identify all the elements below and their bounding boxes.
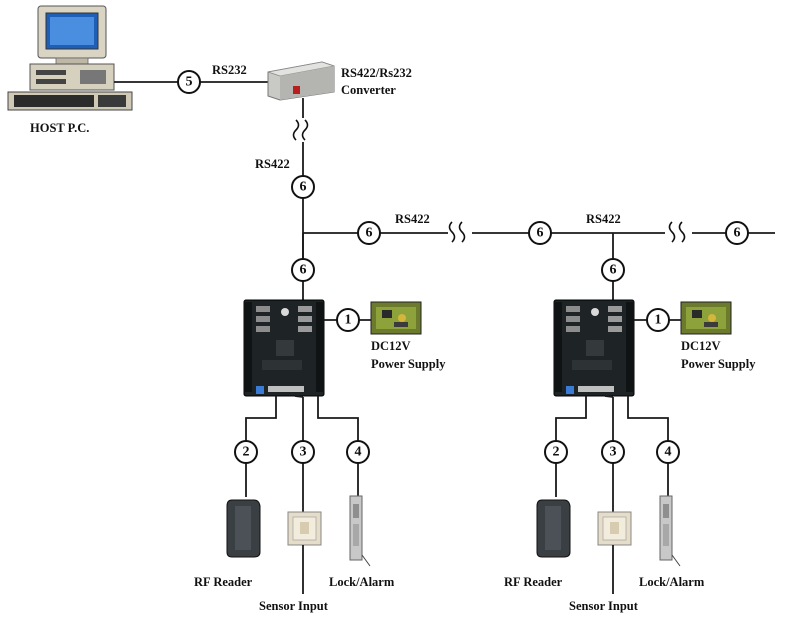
bus-break-icon-2 <box>668 221 686 243</box>
svg-text:1: 1 <box>655 313 662 328</box>
controller1-power-supply-icon <box>370 301 422 335</box>
controller1-lock-alarm-icon <box>349 495 371 567</box>
controller1-psu-label-line2: Power Supply <box>371 357 446 371</box>
host-pc-label: HOST P.C. <box>30 121 89 135</box>
connection-6-vertical-marker: 6 <box>291 175 315 199</box>
controller1-rf-reader-icon <box>226 499 261 558</box>
controller2-rf-reader-icon <box>536 499 571 558</box>
svg-text:6: 6 <box>366 226 373 241</box>
controller2-sensor-cable-top <box>604 395 614 398</box>
controller1-connection-6-marker: 6 <box>291 258 315 282</box>
controller2-connection-3-marker: 3 <box>601 440 625 464</box>
controller2-lock-alarm-label: Lock/Alarm <box>639 575 705 589</box>
connection-5-marker: 5 <box>177 70 201 94</box>
controller1-sensor-input-icon <box>287 511 322 546</box>
controller2-connection-2-marker: 2 <box>544 440 568 464</box>
bus-break-icon-1 <box>448 221 466 243</box>
controller1-board-icon <box>243 299 325 397</box>
connection-6-bus-right-marker: 6 <box>725 221 749 245</box>
rs232-label: RS232 <box>212 63 247 77</box>
converter-label-line2: Converter <box>341 83 396 97</box>
host-pc-icon <box>7 5 133 111</box>
controller2-power-supply-icon <box>680 301 732 335</box>
svg-text:6: 6 <box>300 263 307 278</box>
svg-text:3: 3 <box>300 445 307 460</box>
controller1-connection-4-marker: 4 <box>346 440 370 464</box>
svg-text:6: 6 <box>300 180 307 195</box>
controller2-lock-alarm-icon <box>659 495 681 567</box>
controller2-connection-6-marker: 6 <box>601 258 625 282</box>
svg-text:2: 2 <box>243 445 250 460</box>
svg-text:6: 6 <box>537 226 544 241</box>
cable-break-icon <box>292 119 309 141</box>
connection-6-bus-left-marker: 6 <box>357 221 381 245</box>
svg-text:1: 1 <box>345 313 352 328</box>
svg-text:5: 5 <box>186 75 193 90</box>
converter-label-line1: RS422/Rs232 <box>341 66 412 80</box>
controller2-board-icon <box>553 299 635 397</box>
controller1-rf-reader-label: RF Reader <box>194 575 253 589</box>
controller1-lock-alarm-label: Lock/Alarm <box>329 575 395 589</box>
controller2-psu-label-line2: Power Supply <box>681 357 756 371</box>
controller1-connection-3-marker: 3 <box>291 440 315 464</box>
rs422-bus-label-b: RS422 <box>586 212 621 226</box>
controller1-sensor-input-label: Sensor Input <box>259 599 329 613</box>
controller1-connection-1-marker: 1 <box>336 308 360 332</box>
svg-text:4: 4 <box>355 445 362 460</box>
svg-text:4: 4 <box>665 445 672 460</box>
rs422-rs232-converter-icon <box>267 61 335 101</box>
controller2-sensor-input-label: Sensor Input <box>569 599 639 613</box>
controller1-sensor-cable-top <box>294 395 304 398</box>
svg-text:3: 3 <box>610 445 617 460</box>
connection-6-bus-middle-marker: 6 <box>528 221 552 245</box>
rs422-vertical-label: RS422 <box>255 157 290 171</box>
svg-text:2: 2 <box>553 445 560 460</box>
rs422-bus-label-a: RS422 <box>395 212 430 226</box>
controller2-connection-4-marker: 4 <box>656 440 680 464</box>
controller2-connection-1-marker: 1 <box>646 308 670 332</box>
controller2-sensor-input-icon <box>597 511 632 546</box>
controller2-psu-label-line1: DC12V <box>681 339 721 353</box>
controller2-rf-reader-label: RF Reader <box>504 575 563 589</box>
svg-text:6: 6 <box>734 226 741 241</box>
controller1-psu-label-line1: DC12V <box>371 339 411 353</box>
svg-text:6: 6 <box>610 263 617 278</box>
controller1-connection-2-marker: 2 <box>234 440 258 464</box>
